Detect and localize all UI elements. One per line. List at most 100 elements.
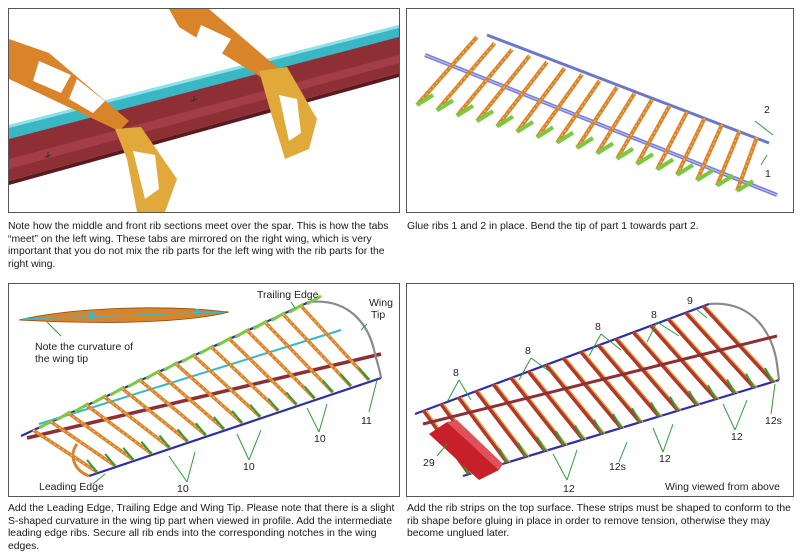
rib-tip xyxy=(199,344,215,355)
rib-lattice xyxy=(193,355,261,418)
left-rib xyxy=(9,39,177,212)
label-part-10-a: 10 xyxy=(314,433,326,445)
label-part-2: 2 xyxy=(764,104,770,116)
rib xyxy=(631,330,699,407)
rib-lattice xyxy=(229,338,297,405)
right-rib xyxy=(169,9,317,159)
rib-tip xyxy=(234,327,251,339)
spar-closeup-illustration xyxy=(9,9,399,212)
rib-front xyxy=(475,109,495,123)
rib-lattice xyxy=(476,55,530,122)
rib-front xyxy=(595,141,615,156)
leading-edge-rib xyxy=(140,440,153,455)
rib xyxy=(174,362,244,425)
rib xyxy=(535,73,584,139)
rib-lattice xyxy=(576,86,618,149)
rib-lattice xyxy=(676,118,705,176)
label-part-10-b: 10 xyxy=(243,461,255,473)
rib-front xyxy=(555,130,575,145)
label-curvature-line2: the wing tip xyxy=(35,353,88,365)
leading-edge-rib xyxy=(176,428,189,442)
leading-edge-rib xyxy=(726,379,736,394)
rib-front xyxy=(515,120,535,134)
rib xyxy=(156,370,226,431)
label-part-12-a: 12 xyxy=(563,483,575,495)
rib-tip xyxy=(270,311,287,322)
label-part-29: 29 xyxy=(423,457,435,469)
label-part-12-c: 12 xyxy=(731,431,743,443)
leading-edge-rib xyxy=(340,373,352,387)
rib xyxy=(701,304,775,384)
rib-front xyxy=(415,93,435,107)
rib-lattice xyxy=(86,404,152,455)
rib-lattice xyxy=(300,305,370,381)
leading-edge-rib xyxy=(745,373,755,389)
caption-panel-3: Add the Leading Edge, Trailing Edge and … xyxy=(8,503,395,552)
rib-tip xyxy=(216,336,233,347)
leading-edge-rib xyxy=(358,367,370,381)
rib-lattice xyxy=(696,124,723,181)
leading-edge-rib xyxy=(707,384,717,400)
rib-lattice xyxy=(596,92,635,154)
rib xyxy=(596,343,661,418)
rib-front xyxy=(735,179,755,193)
rib xyxy=(555,79,602,144)
rib-strips-illustration: 8 8 8 8 9 12 12 12 12s 12s 29 Wing viewe… xyxy=(414,295,782,495)
rib-lattice xyxy=(456,49,513,117)
rib-lattice xyxy=(122,388,188,442)
label-part-9: 9 xyxy=(687,295,693,307)
rib-tip xyxy=(306,294,322,306)
leading-edge-rib xyxy=(122,447,135,461)
panel-spar-closeup xyxy=(8,8,400,213)
leading-edge-rib xyxy=(612,413,622,429)
rib-tip xyxy=(288,302,304,314)
rib-lattice xyxy=(139,380,207,436)
rib-front xyxy=(655,157,675,172)
rib-front xyxy=(675,163,695,177)
rib xyxy=(614,337,680,412)
rib-tip xyxy=(127,377,144,388)
leading-edge-rib xyxy=(195,422,207,436)
label-part-12-b: 12 xyxy=(659,453,671,465)
rib xyxy=(561,356,623,430)
label-wing-tip-line2: Tip xyxy=(371,309,385,321)
rib-lattice xyxy=(616,99,653,160)
leading-edge-rib xyxy=(213,416,225,430)
leading-edge-rib xyxy=(650,402,660,417)
label-leading-edge: Leading Edge xyxy=(39,481,104,493)
leading-edge-rib xyxy=(536,436,546,452)
wing-tip-profile-inset xyxy=(18,307,230,323)
rib-tip xyxy=(73,402,90,413)
rib-lattice xyxy=(496,61,548,127)
leading-edge-rib xyxy=(249,404,261,418)
label-part-12s-a: 12s xyxy=(609,461,626,473)
label-part-8-b: 8 xyxy=(525,345,531,357)
rib-tip xyxy=(252,319,269,331)
label-part-8-a: 8 xyxy=(453,367,459,379)
rib xyxy=(526,369,585,441)
leading-edge-rib xyxy=(555,430,565,446)
caption-panel-4: Add the rib strips on the top surface. T… xyxy=(407,503,791,540)
rib xyxy=(544,363,604,435)
panel-ribs-glued: 2 1 xyxy=(406,8,794,213)
label-wing-tip-line1: Wing xyxy=(369,297,393,309)
leading-edge-rib xyxy=(158,434,171,449)
rib-tip xyxy=(56,410,72,422)
rib-front xyxy=(535,125,555,139)
ribs-glued-illustration: 2 1 xyxy=(415,33,778,197)
panel-rib-strips: 8 8 8 8 9 12 12 12 12s 12s 29 Wing viewe… xyxy=(406,283,794,497)
leading-edge-rib xyxy=(267,398,280,412)
leading-edge-rib xyxy=(498,448,508,463)
rib-tip xyxy=(38,418,54,430)
rib xyxy=(579,350,642,424)
rib xyxy=(474,389,528,458)
rib-tip xyxy=(145,369,161,380)
rib-tip xyxy=(109,385,126,397)
leading-edge-rib xyxy=(321,379,334,393)
rib-lattice xyxy=(416,36,478,106)
leading-edge-rib xyxy=(86,459,98,473)
leading-edge-rib xyxy=(517,442,527,458)
rib-front xyxy=(435,98,455,113)
rib xyxy=(435,41,497,112)
rib-lattice xyxy=(516,67,565,133)
